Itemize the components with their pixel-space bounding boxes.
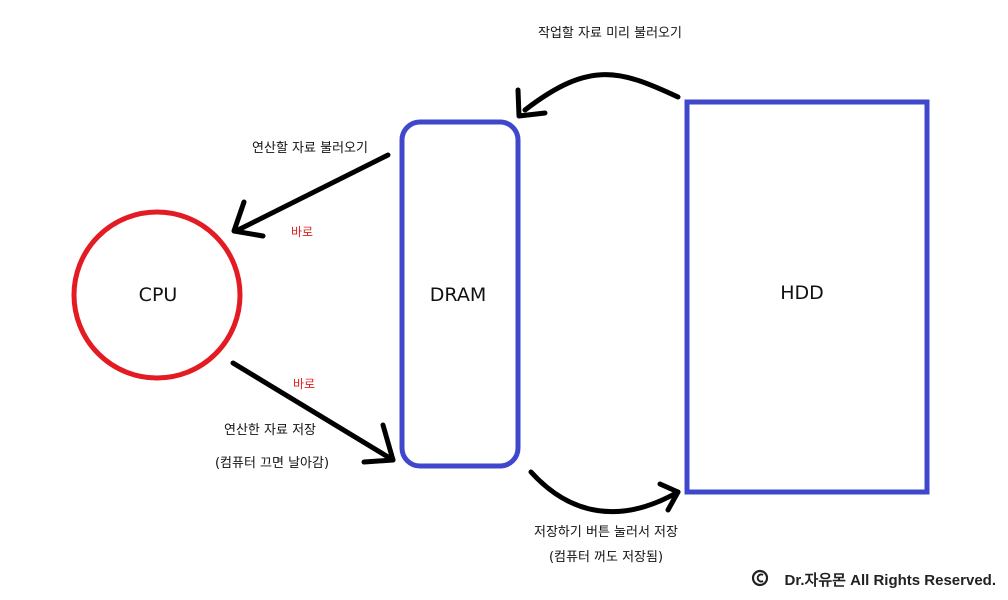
arrow-dram-to-hdd xyxy=(528,469,681,515)
hdd-label: HDD xyxy=(780,282,824,304)
label-dram-to-cpu: 연산할 자료 불러오기 xyxy=(252,141,368,156)
dram-label: DRAM xyxy=(429,284,487,306)
hdd-node xyxy=(684,99,930,495)
label-dram-to-hdd-line2: (컴퓨터 꺼도 저장됨) xyxy=(548,550,664,565)
label-cpu-to-dram-line1: 연산한 자료 저장 xyxy=(224,423,316,438)
label-cpu-to-dram-line2: (컴퓨터 끄면 날아감) xyxy=(214,456,330,471)
arrow-hdd-to-dram xyxy=(515,72,681,119)
arrow-cpu-to-dram xyxy=(230,360,396,465)
cpu-label: CPU xyxy=(138,284,178,306)
copyright-icon xyxy=(751,569,769,587)
label-dram-to-hdd-line1: 저장하기 버튼 눌러서 저장 xyxy=(534,525,678,540)
cpu-node xyxy=(71,209,243,381)
arrow-dram-to-cpu xyxy=(231,152,391,239)
label-hdd-to-dram: 작업할 자료 미리 불러오기 xyxy=(538,26,682,41)
dram-node xyxy=(399,119,521,469)
tag-cpu-to-dram: 바로 xyxy=(292,377,316,391)
tag-dram-to-cpu: 바로 xyxy=(290,225,314,239)
copyright-text: Dr.자유몬 All Rights Reserved. xyxy=(784,572,996,589)
